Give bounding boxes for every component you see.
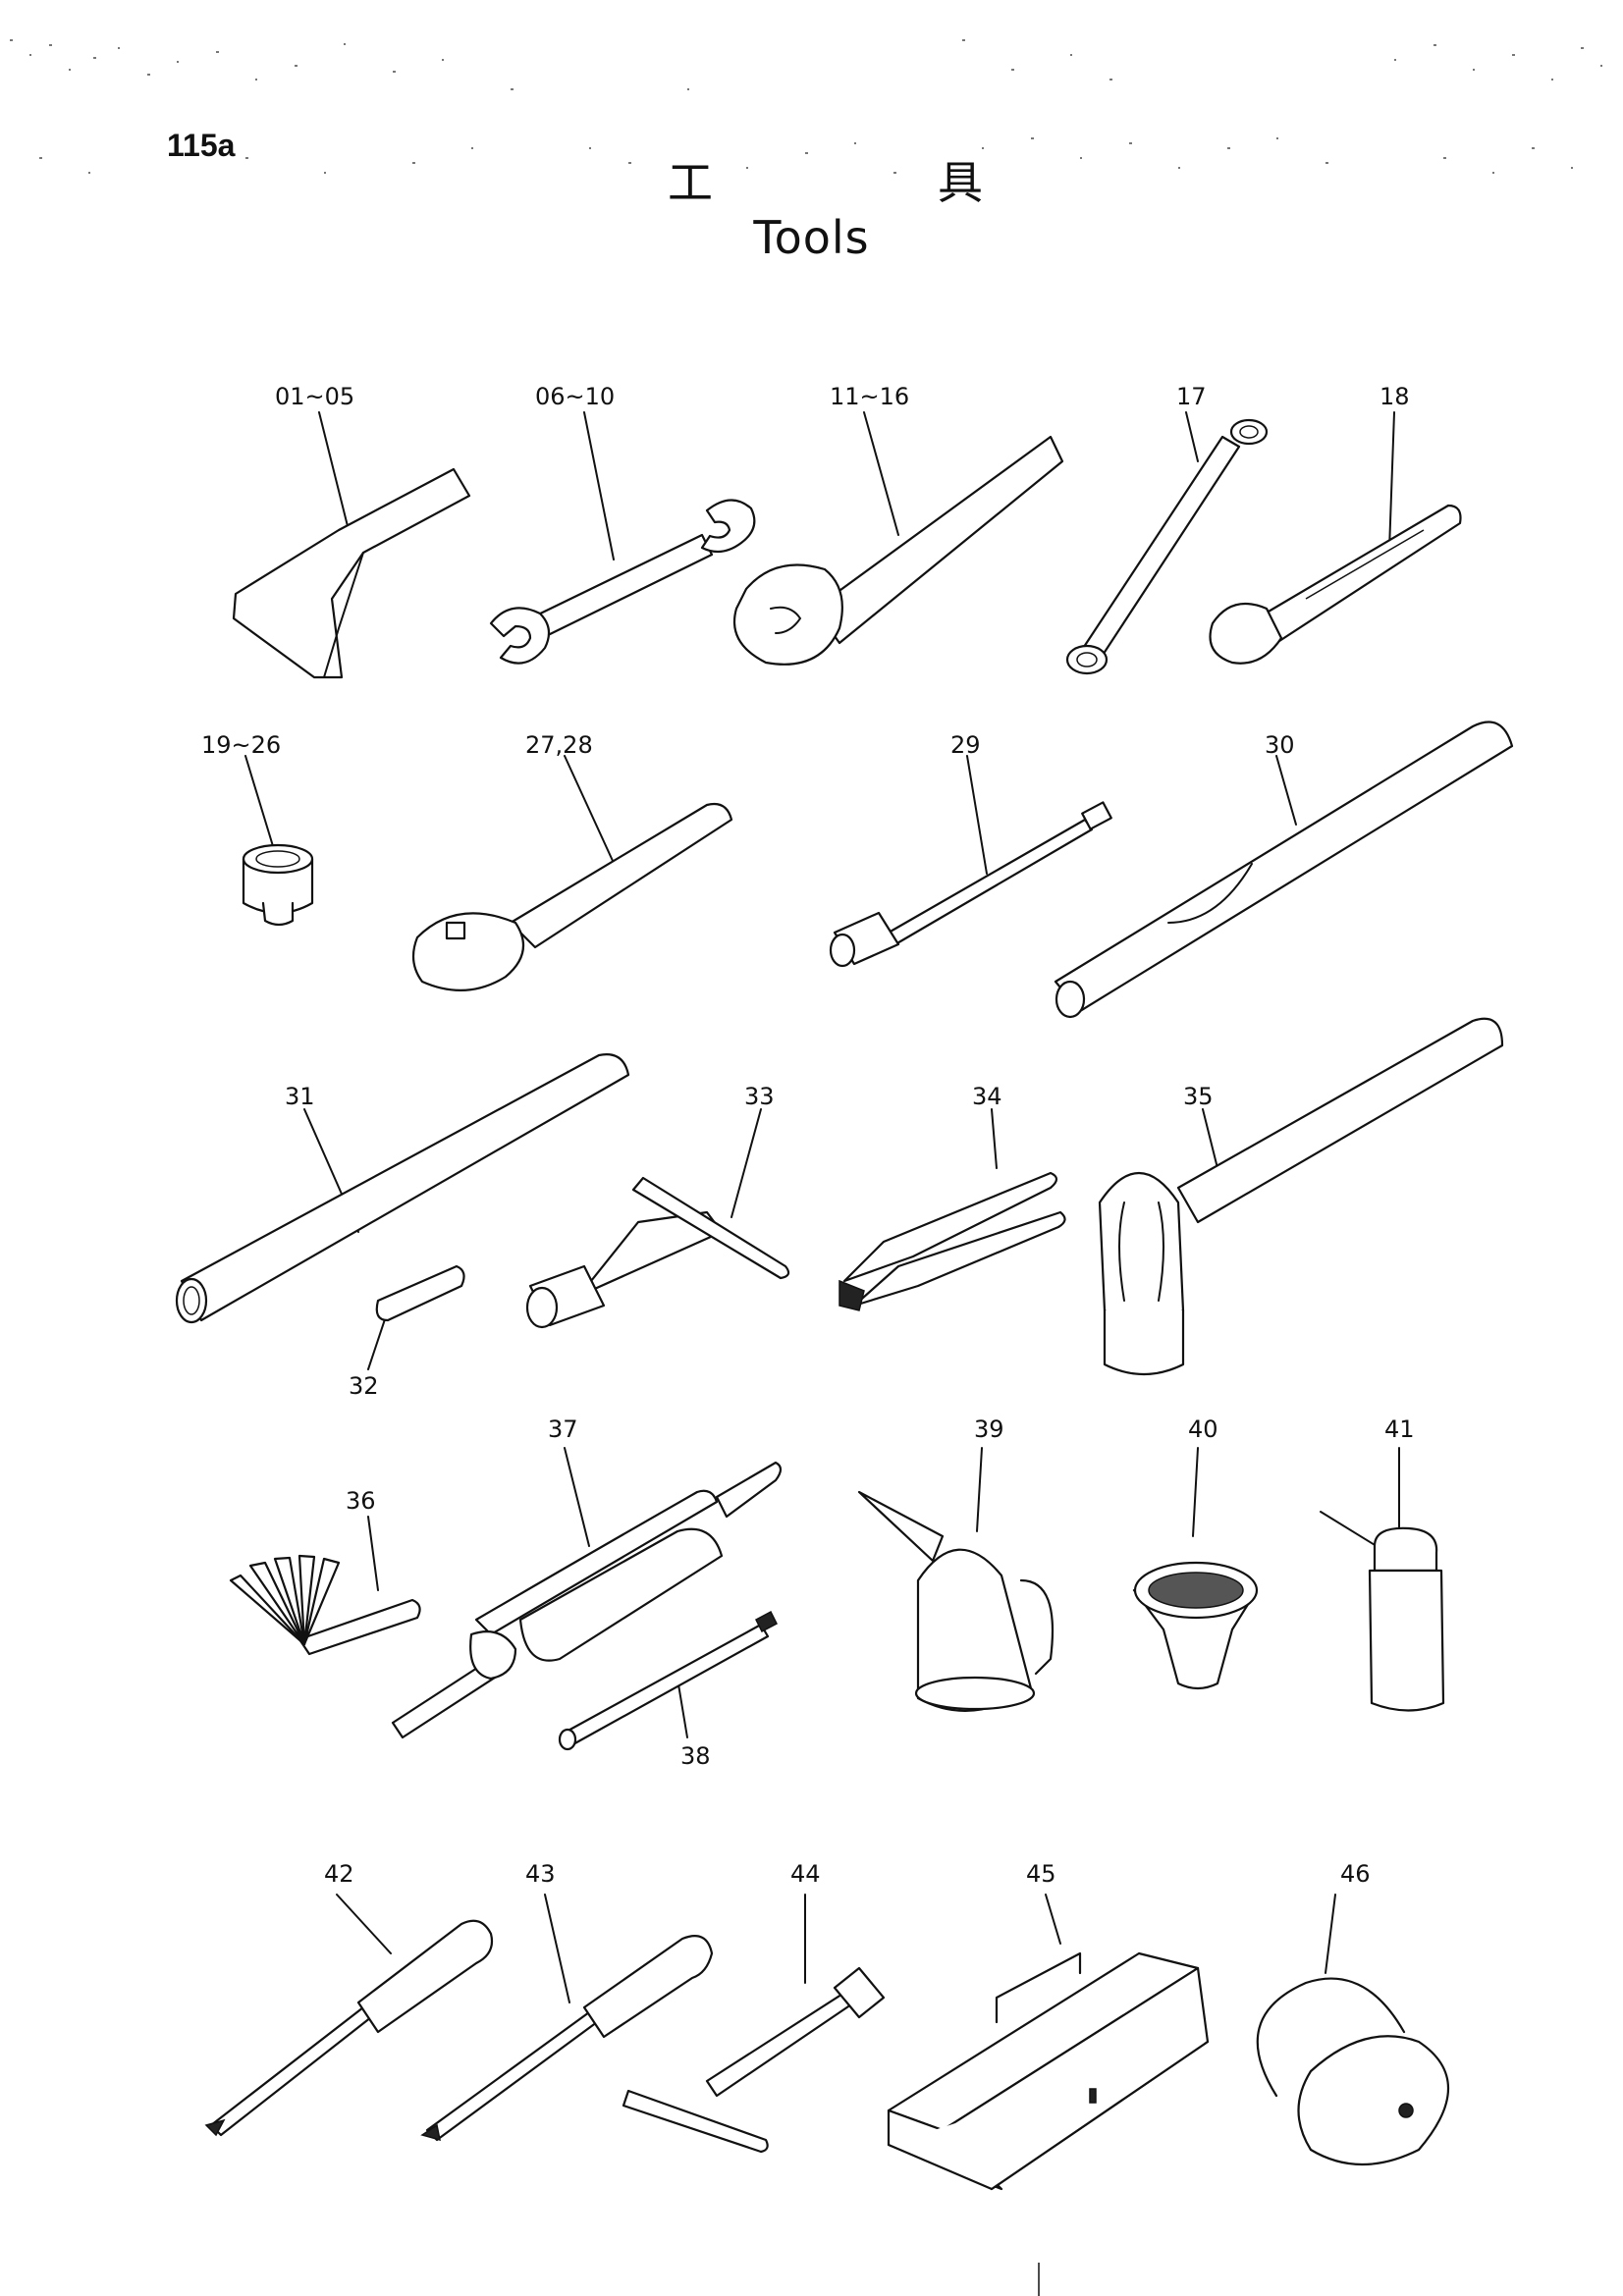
extension-bar-icon — [829, 755, 1112, 968]
page-number: 115a — [167, 128, 236, 163]
part-label-38: 38 — [680, 1742, 711, 1770]
part-label-40: 40 — [1188, 1415, 1218, 1443]
ring-wrench-icon — [1065, 411, 1269, 675]
phillips-screwdriver-icon — [420, 1894, 714, 2142]
t-handle-wrench-icon — [525, 1108, 790, 1329]
oil-can-icon — [857, 1447, 1055, 1712]
spanner-wrench-icon — [732, 411, 1064, 666]
adjustable-wrench-icon — [1209, 411, 1462, 665]
hammer-icon — [1098, 1017, 1504, 1376]
feeler-gauge-icon — [229, 1516, 421, 1656]
part-label-35: 35 — [1183, 1083, 1214, 1110]
part-label-36: 36 — [346, 1487, 376, 1515]
part-label-46: 46 — [1340, 1860, 1371, 1888]
grease-nozzle-icon — [558, 1610, 778, 1751]
part-label-27-28: 27,28 — [525, 731, 593, 759]
padlock-icon — [1256, 1894, 1449, 2165]
part-label-44: 44 — [790, 1860, 821, 1888]
part-label-01-05: 01~05 — [275, 383, 355, 410]
open-end-wrench-icon — [489, 411, 756, 665]
hex-key-icon — [232, 411, 471, 679]
part-label-19-26: 19~26 — [201, 731, 282, 759]
scan-noise — [10, 39, 1602, 174]
part-label-31: 31 — [285, 1083, 315, 1110]
socket-icon — [242, 755, 314, 927]
part-label-39: 39 — [974, 1415, 1004, 1443]
part-label-32: 32 — [349, 1372, 379, 1400]
part-label-34: 34 — [972, 1083, 1002, 1110]
page-title: Tools — [753, 211, 870, 264]
part-label-43: 43 — [525, 1860, 556, 1888]
part-label-37: 37 — [548, 1415, 578, 1443]
part-label-18: 18 — [1380, 383, 1410, 410]
tool-box-icon — [887, 1894, 1210, 2191]
funnel-icon — [1132, 1447, 1259, 1690]
pin-icon — [367, 1264, 465, 1370]
part-label-11-16: 11~16 — [830, 383, 910, 410]
part-label-33: 33 — [744, 1083, 775, 1110]
part-label-17: 17 — [1176, 383, 1207, 410]
part-label-41: 41 — [1384, 1415, 1415, 1443]
oiler-bottle-icon — [1320, 1447, 1445, 1712]
part-label-29: 29 — [950, 731, 981, 759]
pliers-icon — [839, 1108, 1066, 1311]
part-label-06-10: 06~10 — [535, 383, 616, 410]
title-japanese-char-1: 工 — [668, 156, 713, 209]
screwdriver-icon — [204, 1894, 494, 2137]
part-label-45: 45 — [1026, 1860, 1056, 1888]
pipe-icon — [175, 1053, 630, 1324]
title-japanese-char-2: 具 — [938, 156, 983, 209]
grease-gun-icon — [391, 1447, 783, 1739]
t-wrench-icon — [622, 1894, 886, 2154]
part-label-42: 42 — [324, 1860, 354, 1888]
tube-handle-icon — [1054, 721, 1514, 1019]
ratchet-handle-icon — [411, 755, 733, 991]
part-label-30: 30 — [1265, 731, 1295, 759]
